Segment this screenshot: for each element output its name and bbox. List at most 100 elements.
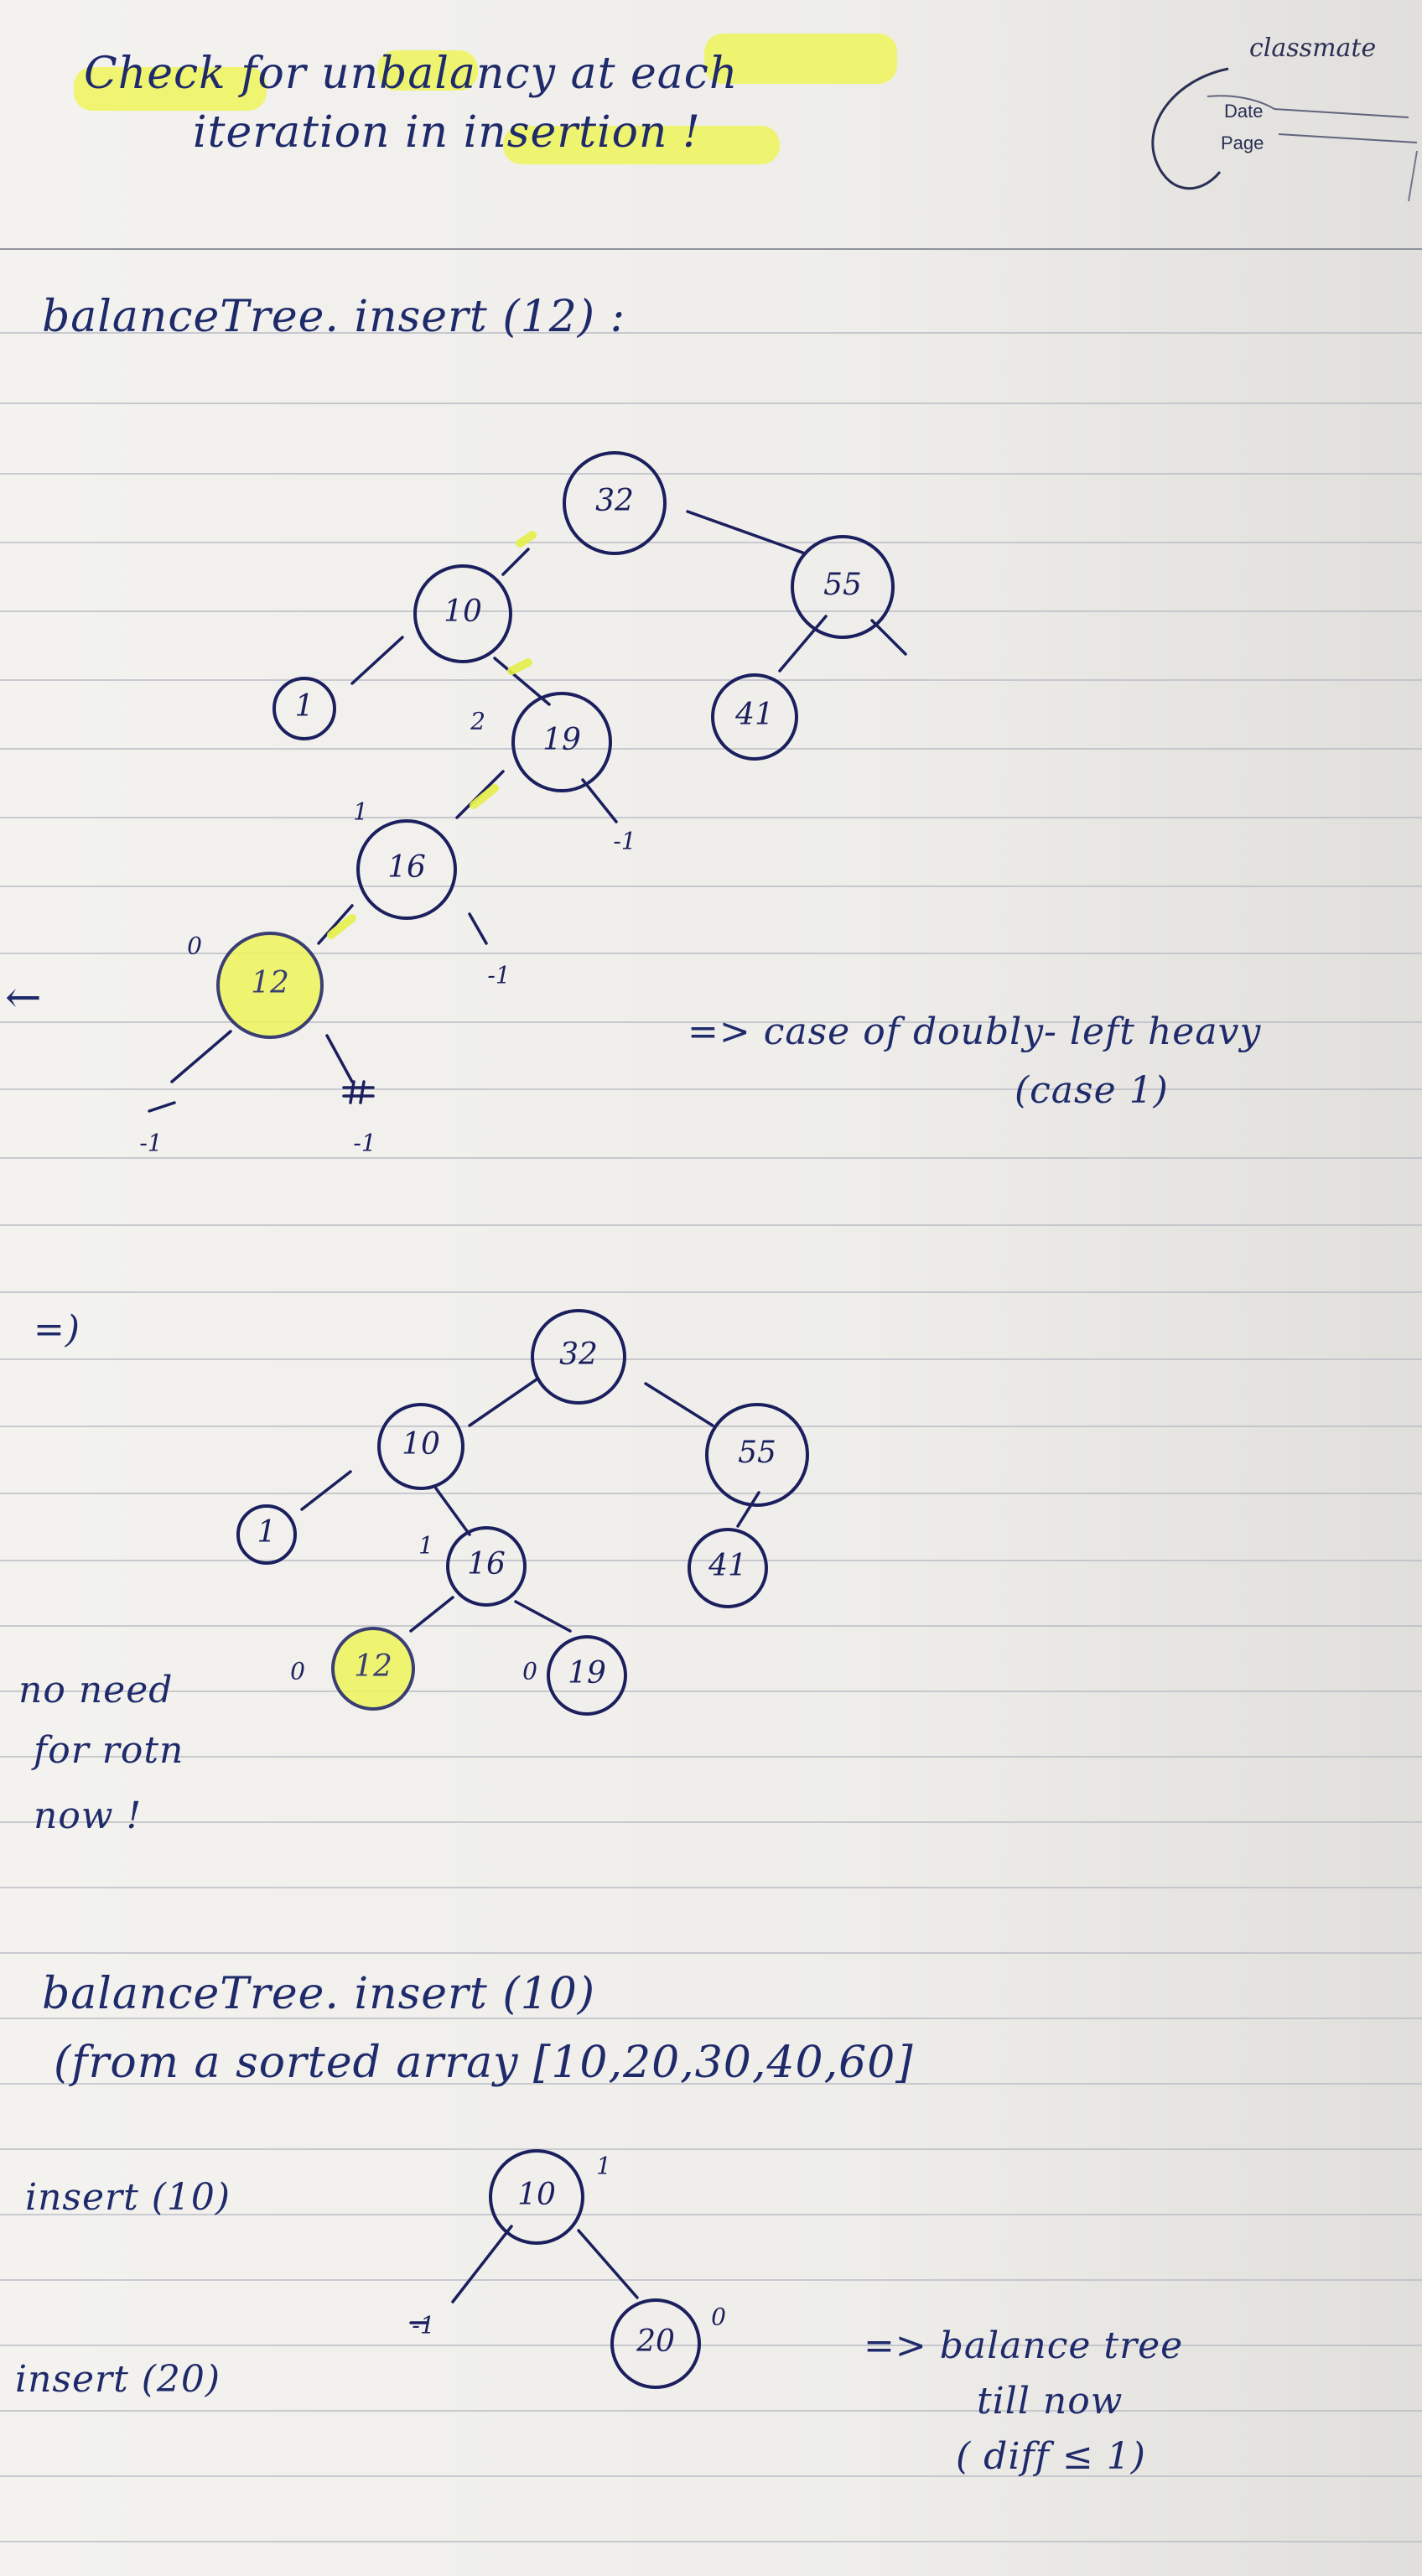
highlight-insertion — [503, 126, 780, 164]
balance-16: 1 — [418, 1532, 433, 1560]
rule-line — [0, 473, 1422, 475]
svg-text:1: 1 — [257, 1515, 277, 1550]
rule-line — [0, 1021, 1422, 1023]
node-10: 10 — [489, 2149, 584, 2245]
edge-32-10 — [501, 548, 530, 576]
section2-note-line1: no need — [18, 1669, 174, 1711]
rule-line — [0, 2541, 1422, 2542]
top-margin-line — [0, 248, 1422, 250]
edge-16-19 — [514, 1600, 572, 1633]
rule-line — [0, 1625, 1422, 1627]
section1-note-line1: => case of doubly- left heavy — [688, 1010, 1262, 1053]
svg-text:10: 10 — [444, 595, 482, 629]
svg-text:10: 10 — [402, 1427, 440, 1462]
highlight-at-each — [704, 34, 897, 84]
rule-line — [0, 1426, 1422, 1427]
node-55: 55 — [791, 535, 895, 639]
highlight-check-for — [74, 67, 267, 111]
svg-text:12: 12 — [251, 966, 289, 1000]
node-19: 19 — [511, 692, 612, 792]
rule-line — [0, 953, 1422, 954]
rule-line — [0, 402, 1422, 404]
section3-step2: insert (20) — [15, 2358, 221, 2401]
node-20: 20 — [610, 2298, 701, 2389]
brand-logo: classmate — [1249, 34, 1377, 63]
node-1: 1 — [236, 1504, 297, 1565]
section2-implies: =) — [34, 1308, 81, 1351]
rule-line — [0, 1952, 1422, 1954]
rule-line — [0, 1291, 1422, 1293]
node-16: 16 — [446, 1526, 527, 1607]
balance-right-12: -1 — [353, 1130, 376, 1157]
svg-text:19: 19 — [542, 723, 581, 757]
section3-heading: balanceTree. insert (10) — [42, 1969, 596, 2019]
edge-10-left — [451, 2225, 513, 2303]
edge-32-10 — [468, 1378, 538, 1427]
section3-step1: insert (10) — [25, 2176, 231, 2219]
node-41: 41 — [688, 1528, 768, 1608]
rule-line — [0, 1493, 1422, 1494]
page-label: Page — [1221, 132, 1264, 153]
edge-16-12 — [409, 1596, 454, 1633]
node-32: 32 — [531, 1309, 626, 1405]
rule-line — [0, 610, 1422, 612]
svg-text:19: 19 — [568, 1656, 606, 1690]
section2-note-line2: for rotn — [34, 1729, 184, 1772]
edge-55-right — [870, 619, 907, 656]
node-19: 19 — [547, 1635, 627, 1716]
section1-note-line2: (case 1) — [1015, 1069, 1169, 1112]
path-marker — [327, 914, 356, 939]
rule-line — [0, 2214, 1422, 2215]
section3-note-line3: ( diff ≤ 1) — [956, 2435, 1146, 2478]
rule-line — [0, 679, 1422, 681]
path-marker — [470, 784, 499, 809]
node-16: 16 — [356, 819, 457, 920]
path-marker — [516, 531, 537, 548]
edge-32-55 — [686, 510, 807, 555]
node-55: 55 — [705, 1403, 809, 1507]
edge-10-20 — [577, 2229, 639, 2299]
date-label: Date — [1224, 101, 1264, 122]
balance-null: -1 — [412, 2312, 434, 2340]
edge-16-12 — [317, 904, 354, 945]
rule-line — [0, 2083, 1422, 2085]
svg-text:1: 1 — [295, 689, 314, 724]
svg-text:32: 32 — [595, 484, 634, 518]
edge-10-19 — [493, 657, 551, 706]
left-arrow: ← — [5, 973, 43, 1023]
rule-line — [0, 748, 1422, 750]
edge-10-16 — [434, 1487, 471, 1536]
edge-55-41 — [778, 615, 828, 673]
svg-text:16: 16 — [387, 850, 426, 885]
section2-note-line3: now ! — [34, 1794, 143, 1837]
rule-line — [0, 1358, 1422, 1360]
null-mark — [148, 1101, 176, 1113]
svg-text:41: 41 — [734, 698, 774, 732]
edge-32-55 — [644, 1382, 714, 1427]
balance-right-16: -1 — [487, 962, 510, 989]
rule-line — [0, 1560, 1422, 1561]
balance-16: 1 — [353, 798, 368, 826]
node-10: 10 — [413, 564, 512, 663]
balance-20: 0 — [711, 2303, 726, 2331]
null-mark — [349, 1080, 356, 1104]
null-mark — [359, 1080, 366, 1104]
path-marker — [507, 658, 532, 675]
highlight-unbalancy — [377, 50, 478, 91]
edge-55-41 — [736, 1491, 760, 1528]
balance-left-12: -1 — [139, 1130, 162, 1157]
rule-line — [0, 2410, 1422, 2412]
edge-16-right — [468, 912, 488, 945]
balance-19: 0 — [522, 1658, 537, 1685]
svg-text:32: 32 — [559, 1337, 598, 1372]
rule-line — [0, 2279, 1422, 2281]
header-title-line2: iteration in insertion ! — [193, 107, 701, 158]
section1-heading: balanceTree. insert (12) : — [42, 292, 626, 342]
balance-10: 1 — [596, 2153, 611, 2180]
balance-right-19: -1 — [613, 828, 636, 855]
svg-text:10: 10 — [517, 2178, 556, 2212]
section3-note-line1: => balance tree — [864, 2324, 1184, 2367]
